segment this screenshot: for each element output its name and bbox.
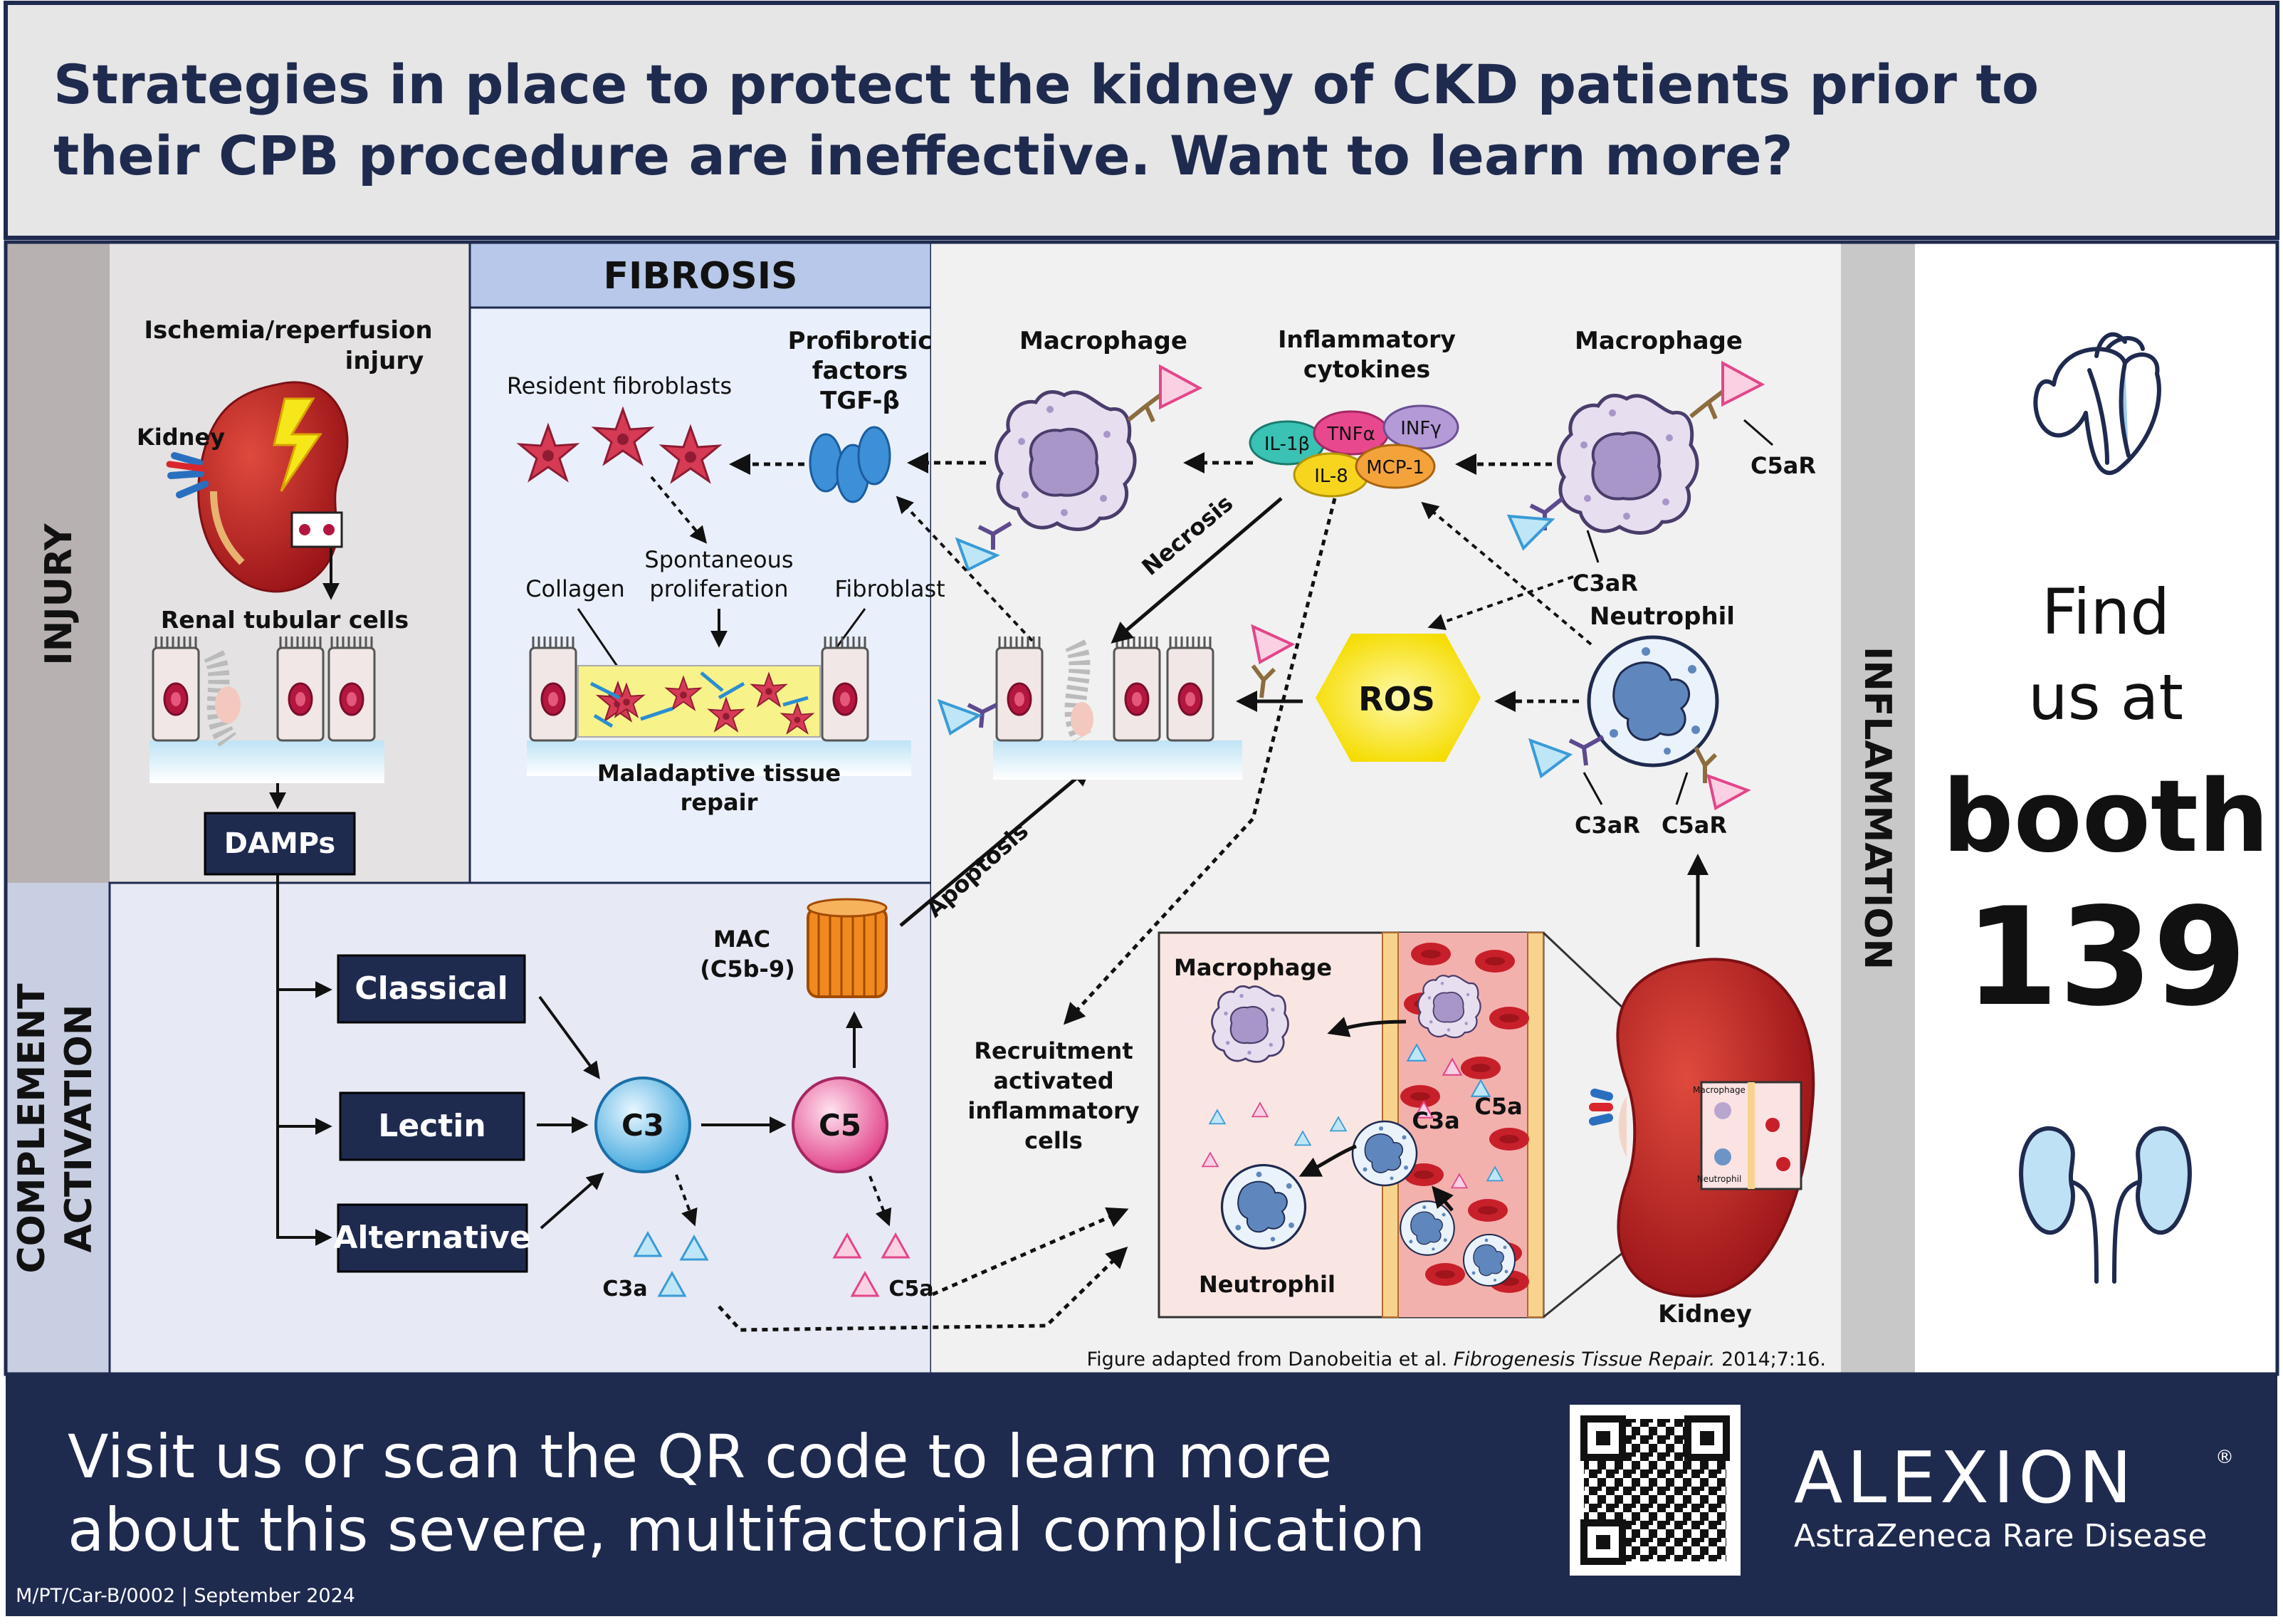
c3ar-bottom-label: C3aR <box>1575 812 1640 839</box>
c3a-label: C3a <box>602 1277 647 1301</box>
classical-pathway <box>337 954 526 1024</box>
damps-label: DAMPs <box>224 827 335 860</box>
maladaptive-line1: Maladaptive tissue <box>597 760 841 787</box>
header-band <box>4 1 2279 240</box>
footer-band <box>6 1374 2277 1616</box>
inset-neutrophil-label: Neutrophil <box>1199 1271 1335 1298</box>
c3-molecule <box>594 1076 691 1173</box>
ros-label: ROS <box>1358 680 1435 718</box>
mac-line1: MAC <box>713 926 770 953</box>
maladaptive-repair-illustration <box>527 635 911 776</box>
complement-side-tab <box>6 883 110 1374</box>
neutrophil-cell <box>1589 637 1717 765</box>
profibrotic-line2: factors <box>812 357 908 385</box>
c5ar-bottom-label: C5aR <box>1662 812 1727 839</box>
alexion-tagline: AstraZeneca Rare Disease <box>1794 1518 2207 1554</box>
booth-find-line1: Find <box>2042 575 2170 649</box>
alternative-label: Alternative <box>333 1220 530 1256</box>
macrophage-left <box>997 392 1135 530</box>
header-title-line2: their CPB procedure are ineffective. Wan… <box>53 124 1793 187</box>
recruit-line1: Recruitment <box>974 1037 1133 1064</box>
cytokines-line2: cytokines <box>1303 355 1430 383</box>
mac-line2: (C5b-9) <box>700 955 794 983</box>
fibroblast-label: Fibroblast <box>834 575 945 602</box>
infy-label: INFγ <box>1400 418 1441 439</box>
recruit-line3: inflammatory <box>967 1097 1139 1124</box>
inflammation-side-tab <box>1841 242 1915 1374</box>
section-complement-line1: COMPLEMENT <box>11 983 53 1274</box>
booth-find-line2: us at <box>2028 661 2183 734</box>
lectin-label: Lectin <box>378 1108 486 1144</box>
il1b-label: IL-1β <box>1264 434 1310 455</box>
inflammation-tubular-cells <box>993 635 1242 780</box>
recruit-line4: cells <box>1024 1127 1083 1154</box>
renal-tubular-label: Renal tubular cells <box>161 606 409 634</box>
section-inflammation: INFLAMMATION <box>1856 646 1899 970</box>
profibrotic-line1: Profibrotic <box>788 327 933 355</box>
il8-label: IL-8 <box>1314 466 1348 487</box>
spontaneous-line2: proliferation <box>649 575 788 602</box>
c5ar-top-label: C5aR <box>1751 452 1816 479</box>
tgf-beta-molecules <box>809 426 891 503</box>
inset-c3a-label: C3a <box>1412 1107 1459 1134</box>
vessel-inset <box>1158 931 1545 1319</box>
recruit-line2: activated <box>993 1067 1113 1094</box>
injury-title-line2: injury <box>345 347 424 375</box>
spontaneous-line1: Spontaneous <box>644 546 793 573</box>
qr-code-icon[interactable] <box>1570 1405 1741 1576</box>
footer-line1: Visit us or scan the QR code to learn mo… <box>68 1422 1333 1492</box>
profibrotic-line3: TGF-β <box>820 387 900 415</box>
maladaptive-line2: repair <box>681 789 758 816</box>
c5-label: C5 <box>819 1108 861 1143</box>
neutrophil-label: Neutrophil <box>1590 602 1735 631</box>
figure-credit: Figure adapted from Danobeitia et al. Fi… <box>1087 1348 1826 1371</box>
inset-macrophage-label: Macrophage <box>1174 954 1332 981</box>
cytokines-line1: Inflammatory <box>1278 325 1456 353</box>
large-kidney <box>1589 958 1815 1298</box>
booth-panel <box>1915 242 2278 1374</box>
alternative-pathway <box>337 1203 528 1273</box>
injury-title-line1: Ischemia/reperfusion <box>144 316 432 345</box>
alexion-logo: ALEXION <box>1794 1436 2136 1519</box>
macrophage-left-label: Macrophage <box>1019 327 1187 355</box>
macrophage-right-label: Macrophage <box>1575 327 1743 355</box>
c3-label: C3 <box>621 1108 664 1143</box>
injury-tubular-cells <box>149 635 384 783</box>
c5a-label: C5a <box>888 1277 933 1301</box>
footer-line2: about this severe, multifactorial compli… <box>68 1495 1425 1565</box>
lectin-pathway <box>339 1091 525 1161</box>
section-injury: INJURY <box>38 523 80 666</box>
section-fibrosis: FIBROSIS <box>604 255 798 298</box>
tnfa-label: TNFα <box>1326 424 1375 445</box>
mini-macrophage-label: Macrophage <box>1693 1085 1746 1095</box>
classical-label: Classical <box>355 970 508 1007</box>
mcp1-label: MCP-1 <box>1366 457 1424 478</box>
alexion-registered-mark: ® <box>2215 1447 2234 1468</box>
injury-side-tab <box>6 242 110 883</box>
kidney-label: Kidney <box>1658 1300 1752 1329</box>
header-title-line1: Strategies in place to protect the kidne… <box>53 53 2039 116</box>
lightning-icon <box>273 397 322 492</box>
mac-complex <box>807 898 888 998</box>
section-complement-line2: ACTIVATION <box>58 1005 100 1253</box>
ros-hexagon <box>1316 634 1481 762</box>
resident-fibroblasts-label: Resident fibroblasts <box>507 372 732 399</box>
macrophage-right <box>1559 396 1698 533</box>
inset-c5a-label: C5a <box>1474 1093 1522 1120</box>
cytokine-cluster: IL-1β TNFα INFγ IL-8 MCP-1 <box>1249 404 1459 498</box>
mini-neutrophil-label: Neutrophil <box>1697 1174 1742 1184</box>
injury-kidney-label: Kidney <box>137 424 225 451</box>
footer-ref: M/PT/Car-B/0002 | September 2024 <box>16 1585 355 1607</box>
c3ar-top-label: C3aR <box>1573 570 1638 597</box>
kidneys-icon <box>2019 1126 2192 1284</box>
booth-word: booth <box>1942 759 2269 875</box>
damps-box <box>204 812 356 876</box>
c5-molecule <box>792 1076 888 1173</box>
booth-number: 139 <box>1965 879 2247 1036</box>
heart-icon <box>2033 332 2161 476</box>
collagen-label: Collagen <box>525 575 625 602</box>
